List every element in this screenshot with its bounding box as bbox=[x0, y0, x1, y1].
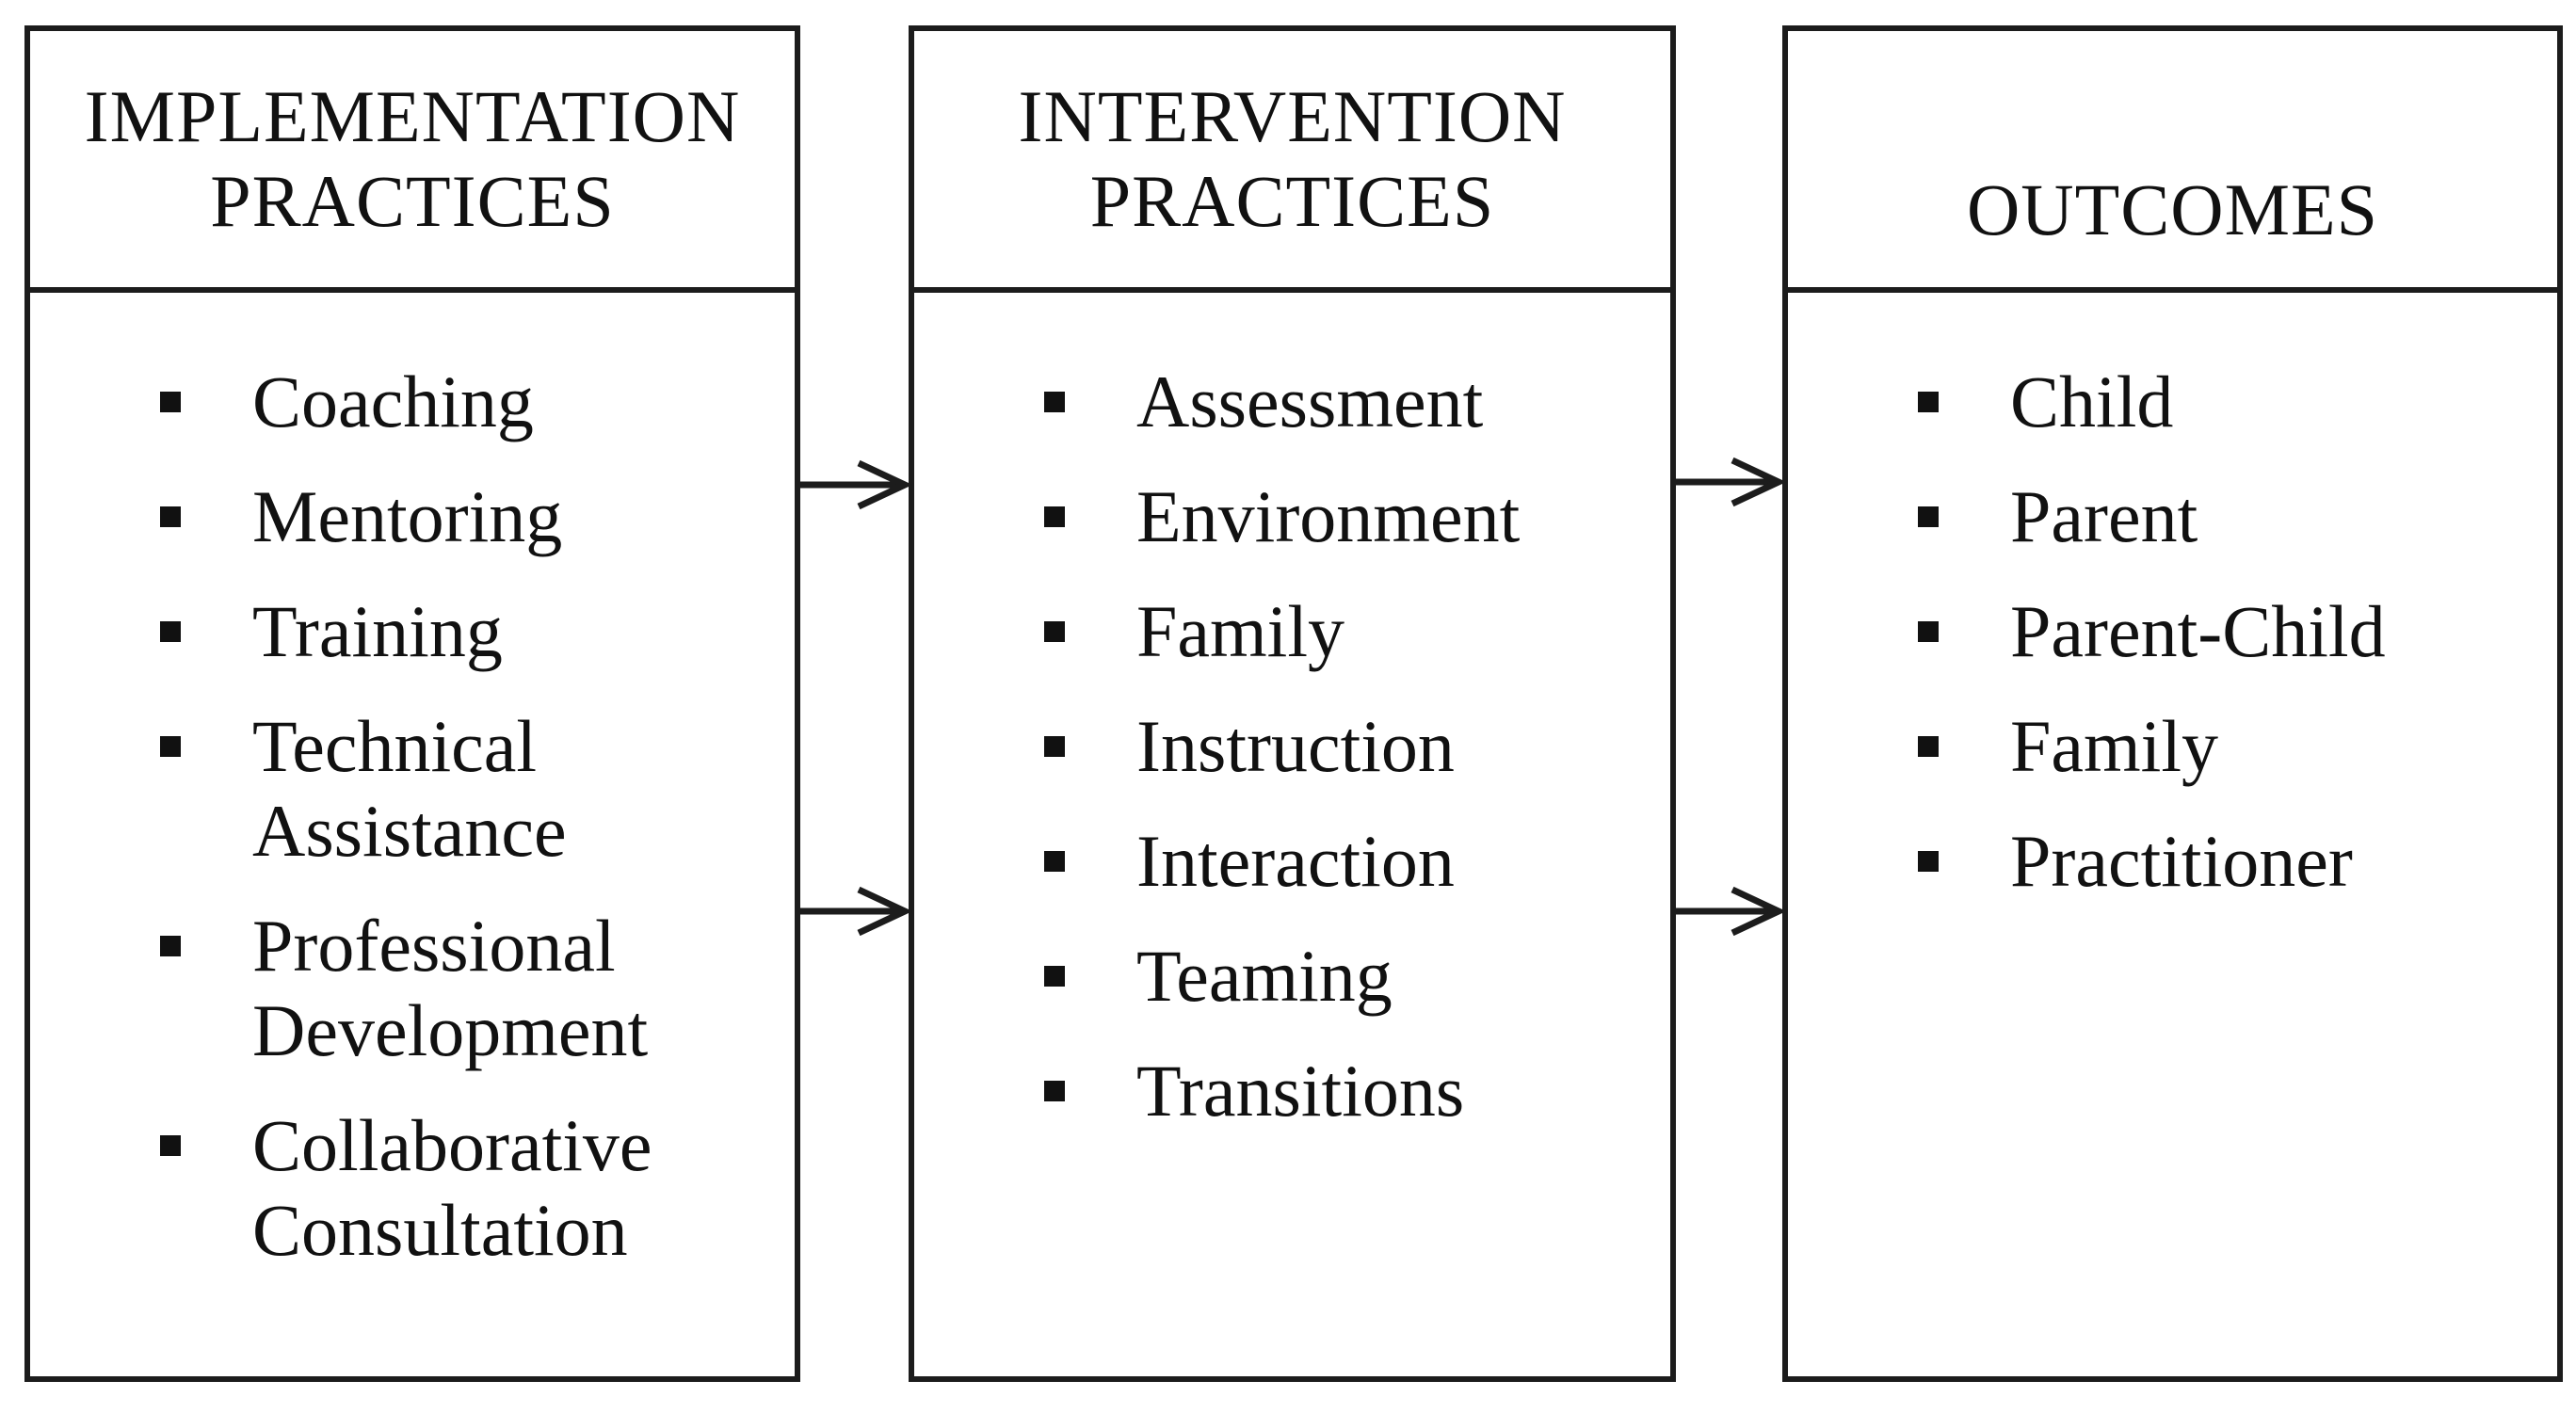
item-label: Training bbox=[252, 590, 503, 672]
item-label: Family bbox=[2010, 705, 2219, 787]
item-label: Professional Development bbox=[252, 905, 649, 1071]
item-label: Transitions bbox=[1136, 1050, 1465, 1132]
item-label: Parent-Child bbox=[2010, 590, 2386, 672]
item-label: Teaming bbox=[1136, 935, 1393, 1017]
list-item: Mentoring bbox=[30, 474, 766, 559]
column-item-list: Assessment Environment Family Instructio… bbox=[914, 293, 1670, 1133]
square-bullet-icon bbox=[160, 392, 181, 412]
right-arrow-icon bbox=[800, 459, 913, 510]
column-header: OUTCOMES bbox=[1788, 31, 2557, 293]
square-bullet-icon bbox=[1044, 1081, 1065, 1101]
item-label: Interaction bbox=[1136, 820, 1455, 902]
square-bullet-icon bbox=[1918, 506, 1939, 527]
square-bullet-icon bbox=[160, 936, 181, 956]
list-item: Instruction bbox=[914, 704, 1642, 789]
square-bullet-icon bbox=[1918, 392, 1939, 412]
list-item: Technical Assistance bbox=[30, 704, 766, 874]
list-item: Teaming bbox=[914, 934, 1642, 1019]
list-item: Parent bbox=[1788, 474, 2529, 559]
square-bullet-icon bbox=[1918, 736, 1939, 757]
item-label: Environment bbox=[1136, 475, 1521, 557]
list-item: Assessment bbox=[914, 360, 1642, 444]
list-item: Family bbox=[914, 589, 1642, 674]
list-item: Collaborative Consultation bbox=[30, 1103, 766, 1273]
list-item: Coaching bbox=[30, 360, 766, 444]
list-item: Family bbox=[1788, 704, 2529, 789]
list-item: Child bbox=[1788, 360, 2529, 444]
item-label: Family bbox=[1136, 590, 1345, 672]
item-label: Assessment bbox=[1136, 361, 1484, 442]
column-intervention-practices: INTERVENTION PRACTICES Assessment Enviro… bbox=[909, 25, 1676, 1382]
column-implementation-practices: IMPLEMENTATION PRACTICES Coaching Mentor… bbox=[24, 25, 800, 1382]
item-label: Instruction bbox=[1136, 705, 1455, 787]
column-item-list: Child Parent Parent-Child Family Practit… bbox=[1788, 293, 2557, 904]
right-arrow-icon bbox=[800, 886, 913, 937]
square-bullet-icon bbox=[1918, 621, 1939, 642]
square-bullet-icon bbox=[160, 736, 181, 757]
column-outcomes: OUTCOMES Child Parent Parent-Child Famil… bbox=[1782, 25, 2563, 1382]
column-title: OUTCOMES bbox=[1966, 169, 2379, 250]
list-item: Interaction bbox=[914, 819, 1642, 904]
column-header: IMPLEMENTATION PRACTICES bbox=[30, 31, 795, 293]
column-item-list: Coaching Mentoring Training Technical As… bbox=[30, 293, 795, 1273]
square-bullet-icon bbox=[1918, 851, 1939, 872]
item-label: Parent bbox=[2010, 475, 2198, 557]
square-bullet-icon bbox=[1044, 966, 1065, 987]
column-title: IMPLEMENTATION PRACTICES bbox=[84, 75, 741, 242]
list-item: Training bbox=[30, 589, 766, 674]
square-bullet-icon bbox=[160, 621, 181, 642]
square-bullet-icon bbox=[1044, 851, 1065, 872]
square-bullet-icon bbox=[1044, 392, 1065, 412]
item-label: Mentoring bbox=[252, 475, 563, 557]
list-item: Parent-Child bbox=[1788, 589, 2529, 674]
item-label: Coaching bbox=[252, 361, 534, 442]
list-item: Environment bbox=[914, 474, 1642, 559]
item-label: Collaborative Consultation bbox=[252, 1104, 652, 1271]
column-title: INTERVENTION PRACTICES bbox=[1018, 75, 1567, 242]
item-label: Practitioner bbox=[2010, 820, 2353, 902]
square-bullet-icon bbox=[160, 506, 181, 527]
item-label: Technical Assistance bbox=[252, 705, 567, 872]
right-arrow-icon bbox=[1676, 886, 1787, 937]
right-arrow-icon bbox=[1676, 457, 1787, 507]
column-header: INTERVENTION PRACTICES bbox=[914, 31, 1670, 293]
square-bullet-icon bbox=[1044, 506, 1065, 527]
square-bullet-icon bbox=[1044, 621, 1065, 642]
list-item: Transitions bbox=[914, 1049, 1642, 1133]
square-bullet-icon bbox=[1044, 736, 1065, 757]
list-item: Practitioner bbox=[1788, 819, 2529, 904]
list-item: Professional Development bbox=[30, 904, 766, 1073]
item-label: Child bbox=[2010, 361, 2174, 442]
square-bullet-icon bbox=[160, 1135, 181, 1156]
